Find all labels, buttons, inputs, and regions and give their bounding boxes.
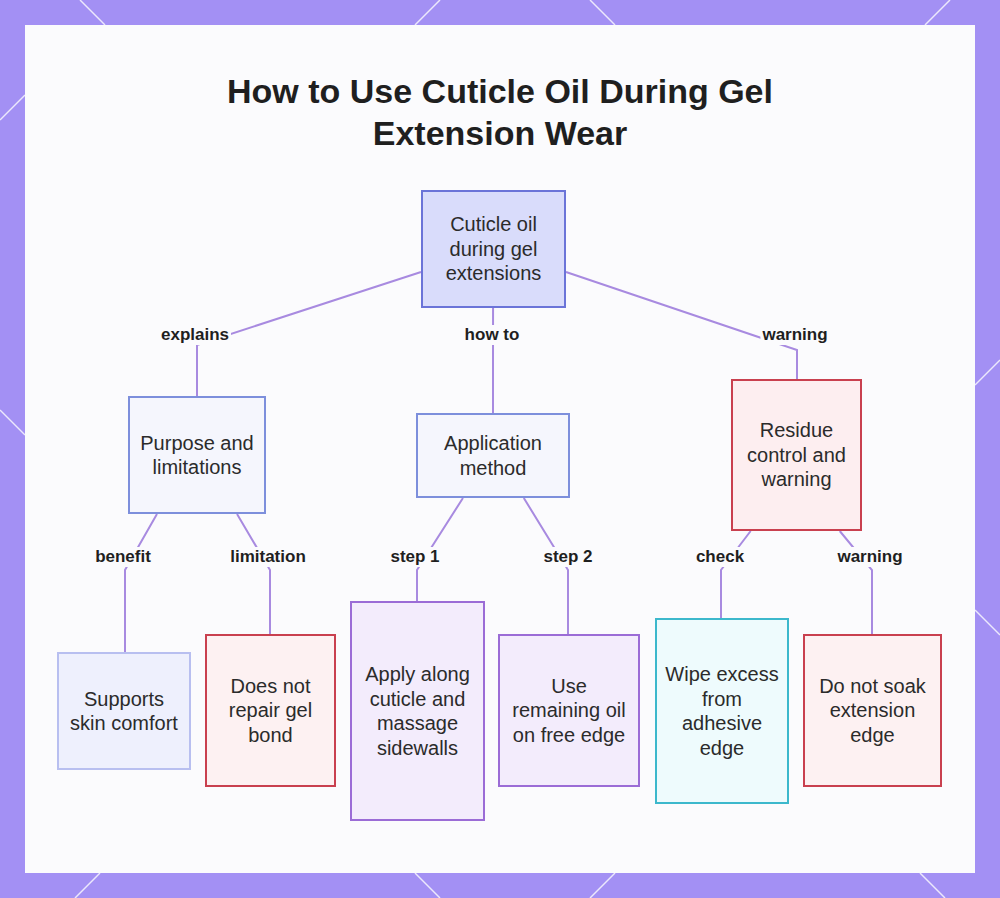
node-text-group: Purpose and limitations	[138, 431, 256, 480]
diagram-title: How to Use Cuticle Oil During Gel Extens…	[200, 70, 800, 154]
edge-label: benefit	[93, 547, 153, 567]
node-text: Does not repair gel bond	[215, 674, 326, 748]
edge-label: explains	[159, 325, 231, 345]
node-text: Apply along cuticle and massage sidewall…	[360, 662, 475, 760]
node-text: Residue control and warning	[741, 418, 852, 492]
root-box: Cuticle oil during gel extensions	[421, 190, 566, 308]
connector-line	[125, 514, 157, 652]
edge-label: limitation	[228, 547, 308, 567]
step-box: Use remaining oil on free edge	[498, 634, 640, 787]
benefit-box: Supports skin comfort	[57, 652, 191, 770]
node-text: Cuticle oil during gel extensions	[431, 212, 556, 286]
node-text-group: Use remaining oil on free edge	[508, 674, 630, 748]
node-text: Supports skin comfort	[67, 687, 181, 736]
node-text: Application method	[426, 431, 560, 480]
node-text-group: Does not repair gel bond	[215, 674, 326, 748]
node-text-group: Wipe excess from adhesive edge	[665, 662, 779, 760]
topic-box: Purpose and limitations	[128, 396, 266, 514]
step-box: Apply along cuticle and massage sidewall…	[350, 601, 485, 821]
node-text: Do not soak extension edge	[813, 674, 932, 748]
edge-label: check	[694, 547, 746, 567]
edge-label: warning	[835, 547, 904, 567]
node-text: Wipe excess from adhesive edge	[665, 662, 779, 760]
node-text-group: Supports skin comfort	[67, 687, 181, 736]
limitation-box: Does not repair gel bond	[205, 634, 336, 787]
topic-box: Application method	[416, 413, 570, 498]
edge-label: step 1	[388, 547, 441, 567]
node-text: Purpose and limitations	[138, 431, 256, 480]
node-text-group: Apply along cuticle and massage sidewall…	[360, 662, 475, 760]
edge-label: warning	[760, 325, 829, 345]
warning-box: Do not soak extension edge	[803, 634, 942, 787]
node-text-group: Residue control and warning	[741, 418, 852, 492]
connector-line	[721, 531, 751, 618]
node-text-group: Cuticle oil during gel extensions	[431, 212, 556, 286]
edge-label: step 2	[541, 547, 594, 567]
connector-line	[492, 308, 494, 413]
check-box: Wipe excess from adhesive edge	[655, 618, 789, 804]
node-text-group: Do not soak extension edge	[813, 674, 932, 748]
node-text-group: Application method	[426, 431, 560, 480]
connector-line	[237, 514, 270, 634]
edge-label: how to	[463, 325, 522, 345]
node-text: Use remaining oil on free edge	[508, 674, 630, 748]
warning-topic-box: Residue control and warning	[731, 379, 862, 531]
